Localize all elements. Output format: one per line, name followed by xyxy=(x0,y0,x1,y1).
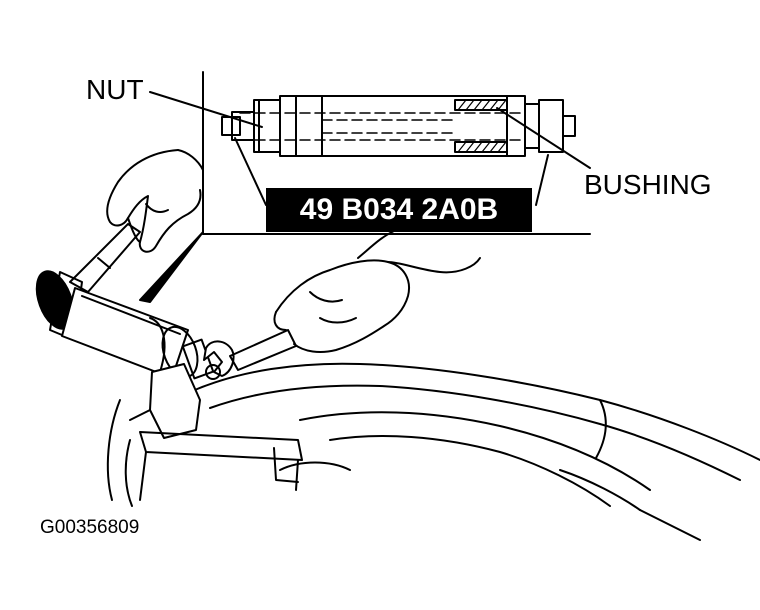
part-number-badge: 49 B034 2A0B xyxy=(266,188,532,232)
bushing-leader-line xyxy=(496,107,591,169)
inset-frame xyxy=(202,71,591,235)
nut-label: NUT xyxy=(86,74,144,105)
tool-barrel-drawing xyxy=(61,287,215,380)
figure-id-label: G00356809 xyxy=(40,517,140,538)
bushing-label: BUSHING xyxy=(584,169,712,200)
tool-detail-drawing xyxy=(221,95,576,157)
vehicle-frame-drawing xyxy=(189,362,760,541)
part-number-bracket xyxy=(234,137,549,206)
wrench-drawing xyxy=(203,329,297,380)
left-hand-drawing xyxy=(106,149,204,253)
nut-leader-line xyxy=(149,91,263,128)
inset-pointer xyxy=(139,231,204,303)
support-bracket-drawing xyxy=(106,363,303,507)
right-hand-drawing xyxy=(273,220,481,353)
